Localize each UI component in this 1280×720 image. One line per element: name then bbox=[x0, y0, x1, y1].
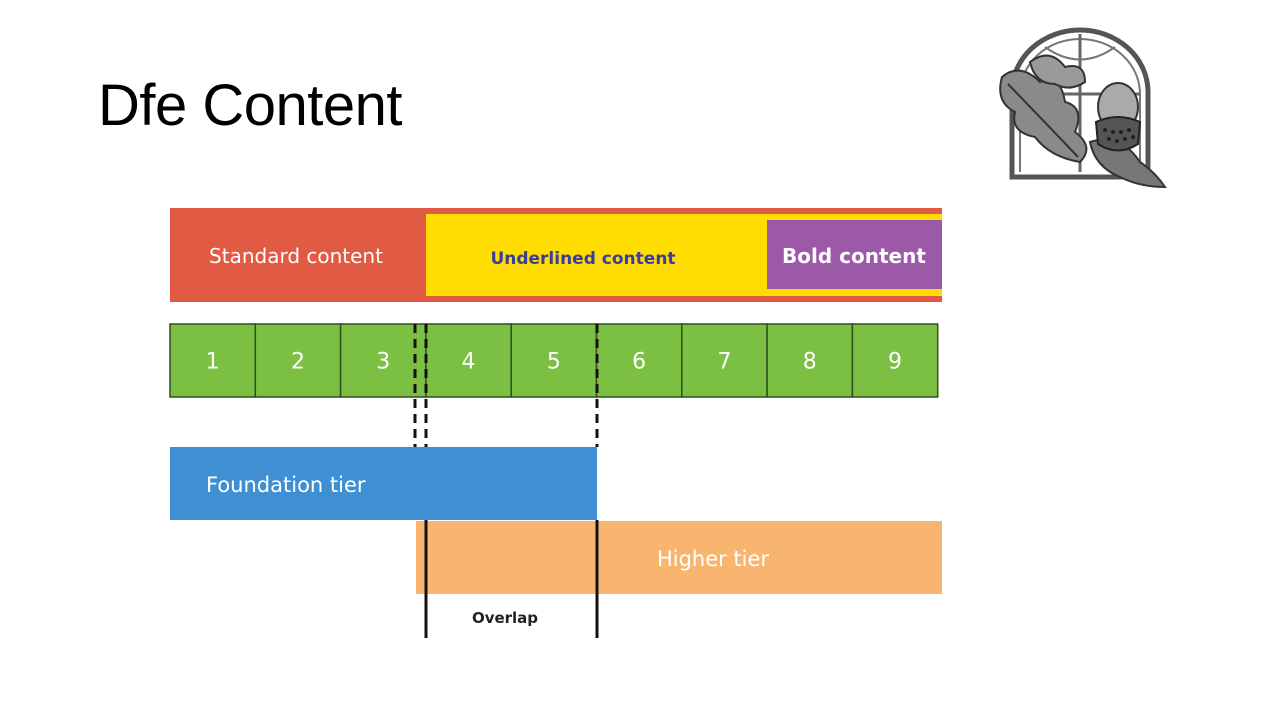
overlap-markers bbox=[413, 324, 599, 638]
grade-box-3 bbox=[339, 323, 427, 398]
foundation-tier-label: Foundation tier bbox=[206, 473, 366, 497]
grade-label-5: 5 bbox=[547, 350, 561, 375]
page-title: Dfe Content bbox=[98, 73, 403, 138]
grade-box-7 bbox=[681, 323, 768, 398]
standard-content-label: Standard content bbox=[209, 244, 383, 268]
underlined-content-label: Underlined content bbox=[490, 249, 675, 269]
overlap-label: Overlap bbox=[472, 609, 538, 627]
grade-label-9: 9 bbox=[888, 350, 902, 375]
higher-tier-bar bbox=[416, 521, 942, 594]
content-band: Standard content Underlined content Bold… bbox=[170, 208, 942, 302]
grade-label-4: 4 bbox=[462, 350, 476, 375]
grade-box-9 bbox=[851, 323, 939, 398]
grade-box-4 bbox=[425, 323, 512, 398]
foundation-tier-bar bbox=[170, 447, 597, 520]
bold-content-label: Bold content bbox=[782, 244, 926, 268]
grade-row: 1 2 3 4 5 6 7 8 9 bbox=[169, 323, 939, 398]
grade-label-6: 6 bbox=[632, 350, 646, 375]
oak-leaf-acorn-arch-logo bbox=[999, 27, 1167, 189]
grade-label-8: 8 bbox=[803, 350, 817, 375]
grade-box-2 bbox=[254, 323, 342, 398]
grade-box-8 bbox=[766, 323, 854, 398]
grade-label-3: 3 bbox=[376, 350, 390, 375]
grade-label-2: 2 bbox=[291, 350, 305, 375]
bold-content-block bbox=[767, 220, 942, 289]
grade-label-1: 1 bbox=[206, 350, 220, 375]
grade-label-7: 7 bbox=[717, 350, 731, 375]
higher-tier-label: Higher tier bbox=[657, 547, 769, 571]
